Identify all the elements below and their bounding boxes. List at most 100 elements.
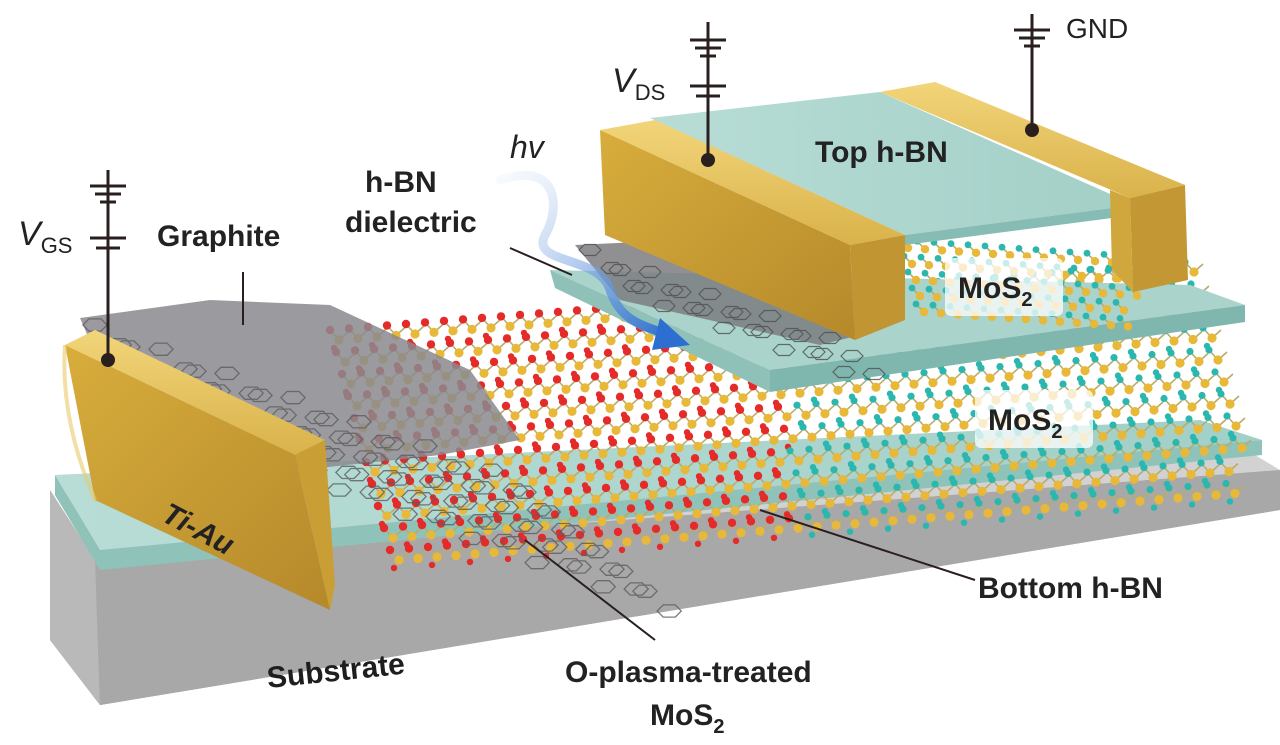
graphite-hexagon bbox=[343, 467, 370, 482]
lattice-atom bbox=[370, 467, 380, 477]
lattice-atom bbox=[1137, 361, 1147, 371]
lattice-atom bbox=[510, 411, 520, 421]
lattice-atom bbox=[648, 490, 658, 500]
graphite-hexagon bbox=[510, 485, 538, 499]
lattice-atom bbox=[704, 363, 714, 372]
lattice-atom bbox=[678, 410, 688, 419]
lattice-atom bbox=[548, 408, 558, 418]
lattice-atom bbox=[917, 253, 925, 261]
lattice-atom bbox=[691, 386, 701, 395]
lattice-atom bbox=[684, 432, 694, 441]
lattice-atom bbox=[557, 464, 567, 474]
lattice-atom bbox=[731, 438, 741, 448]
lattice-atom bbox=[1135, 374, 1143, 382]
lattice-atom bbox=[656, 543, 664, 550]
lattice-atom bbox=[1087, 265, 1095, 273]
lattice-atom bbox=[781, 479, 791, 489]
lattice-atom bbox=[1165, 484, 1173, 492]
lattice-atom bbox=[373, 501, 383, 511]
lattice-atom bbox=[549, 340, 559, 350]
lattice-atom bbox=[1224, 466, 1234, 477]
lattice-atom bbox=[452, 483, 462, 493]
lattice-atom bbox=[518, 535, 528, 544]
lattice-atom bbox=[405, 476, 415, 486]
lattice-atom bbox=[395, 487, 405, 498]
lattice-atom bbox=[1085, 303, 1095, 313]
lattice-atom bbox=[1001, 452, 1009, 460]
lattice-atom bbox=[1160, 394, 1168, 403]
lattice-atom bbox=[630, 424, 640, 434]
graphite-hexagon bbox=[427, 476, 454, 491]
lattice-atom bbox=[1036, 513, 1044, 520]
lattice-atom bbox=[382, 511, 392, 521]
graphite-hexagon bbox=[750, 325, 774, 339]
hbn-dielectric-label: h-BN dielectric bbox=[345, 166, 477, 239]
lattice-atom bbox=[845, 429, 855, 439]
lattice-atom bbox=[940, 422, 950, 432]
lattice-atom bbox=[1099, 313, 1107, 321]
lattice-atom bbox=[514, 378, 524, 387]
lattice-atom bbox=[1070, 492, 1078, 500]
lattice-atom bbox=[545, 420, 555, 430]
lattice-atom bbox=[801, 410, 811, 420]
graphite-hexagon bbox=[403, 456, 430, 471]
lattice-atom bbox=[753, 471, 763, 480]
lattice-atom bbox=[757, 391, 767, 401]
lattice-atom bbox=[392, 500, 402, 509]
lattice-atom bbox=[1023, 370, 1033, 380]
lattice-atom bbox=[508, 546, 518, 556]
lattice-atom bbox=[647, 367, 657, 376]
lattice-atom bbox=[694, 540, 702, 547]
graphite-hexagon bbox=[418, 474, 445, 488]
lattice-atom bbox=[673, 510, 683, 520]
lattice-atom bbox=[719, 394, 729, 404]
lattice-atom bbox=[1034, 482, 1044, 492]
lattice-atom bbox=[717, 529, 727, 539]
lattice-atom bbox=[1142, 451, 1152, 461]
lattice-atom bbox=[508, 356, 518, 365]
lattice-atom bbox=[576, 463, 586, 472]
lattice-atom bbox=[1213, 355, 1223, 365]
lattice-atom bbox=[629, 491, 639, 501]
lattice-atom bbox=[852, 384, 862, 394]
lattice-atom bbox=[559, 329, 569, 339]
lattice-atom bbox=[769, 435, 779, 445]
lattice-atom bbox=[864, 428, 874, 438]
lattice-atom bbox=[1080, 366, 1090, 376]
lattice-atom bbox=[468, 494, 478, 503]
vgs-contact-dot bbox=[101, 353, 115, 367]
lattice-atom bbox=[934, 400, 944, 410]
lattice-atom bbox=[1072, 479, 1082, 489]
graphite-hexagon bbox=[147, 342, 175, 356]
lattice-atom bbox=[925, 458, 933, 466]
lattice-atom bbox=[610, 493, 620, 503]
lattice-atom bbox=[1032, 495, 1040, 503]
lattice-atom bbox=[624, 402, 634, 412]
lattice-atom bbox=[792, 469, 800, 477]
lattice-atom bbox=[475, 448, 485, 458]
lattice-atom bbox=[725, 416, 735, 426]
graphite-hexagon bbox=[279, 390, 307, 405]
lattice-atom bbox=[535, 431, 545, 441]
lattice-atom bbox=[932, 413, 940, 421]
lattice-atom bbox=[602, 416, 612, 425]
lattice-atom bbox=[869, 395, 877, 403]
graphite-hexagon bbox=[656, 604, 683, 618]
lattice-atom bbox=[856, 419, 864, 427]
lattice-atom bbox=[901, 370, 909, 378]
lattice-atom bbox=[1173, 371, 1181, 379]
lattice-atom bbox=[996, 485, 1006, 495]
graphite-hexagon bbox=[337, 432, 364, 447]
lattice-atom bbox=[946, 444, 956, 454]
lattice-atom bbox=[538, 466, 548, 475]
lattice-atom bbox=[746, 517, 756, 526]
lattice-atom bbox=[616, 325, 626, 334]
lattice-atom bbox=[920, 245, 930, 254]
lattice-atom bbox=[1065, 311, 1073, 319]
lattice-atom bbox=[1112, 299, 1120, 306]
lattice-atom bbox=[913, 414, 921, 422]
lattice-atom bbox=[613, 527, 623, 537]
leader-lines bbox=[242, 247, 976, 641]
lattice-atom bbox=[1217, 390, 1225, 398]
lattice-atom bbox=[1231, 421, 1241, 431]
